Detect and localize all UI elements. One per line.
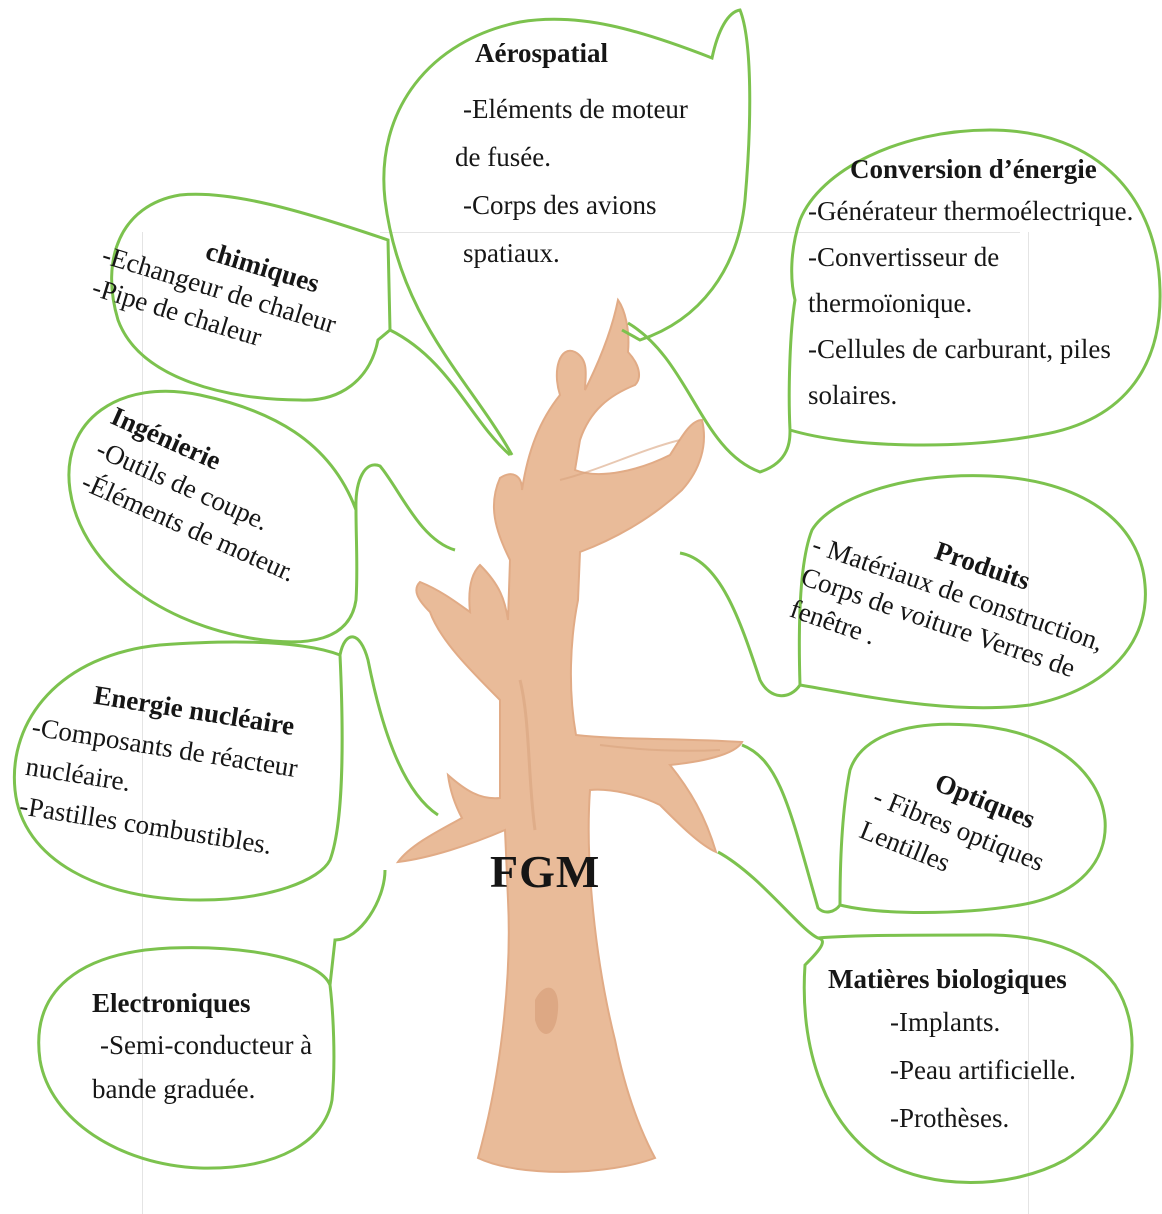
energy-conversion-line-2: -Convertisseur de — [808, 242, 1000, 272]
bubble-energy-conversion — [627, 128, 1162, 474]
guide-line-top — [380, 232, 1020, 233]
guide-line-right — [1028, 232, 1029, 1214]
energy-conversion-text: Conversion d’énergie -Générateur thermoé… — [808, 150, 1133, 418]
bubble-nuclear — [12, 635, 439, 902]
guide-line-left — [142, 232, 143, 1214]
electronics-line-1: -Semi-conducteur à — [100, 1030, 313, 1060]
biomaterials-line-2: -Peau artificielle. — [890, 1055, 1076, 1085]
energy-conversion-line-3: thermoïonique. — [808, 288, 973, 318]
electronics-line-2: bande graduée. — [92, 1074, 256, 1104]
biomaterials-line-3: -Prothèses. — [890, 1103, 1010, 1133]
biomaterials-title: Matières biologiques — [828, 964, 1067, 994]
energy-conversion-line-5: solaires. — [808, 380, 898, 410]
bubble-aerospace — [382, 8, 752, 456]
tree-icon — [395, 297, 744, 1173]
aerospace-title: Aérospatial — [475, 38, 608, 68]
bubble-engineering — [67, 389, 456, 644]
bubble-electronics — [37, 869, 387, 1170]
electronics-title: Electroniques — [92, 988, 251, 1018]
bubble-optics — [741, 722, 1107, 914]
biomaterials-line-1: -Implants. — [890, 1007, 1001, 1037]
aerospace-line-4: spatiaux. — [463, 238, 560, 269]
aerospace-line-3: -Corps des avions — [463, 190, 657, 221]
energy-conversion-line-1: -Générateur thermoélectrique. — [808, 196, 1134, 226]
biomaterials-text: Matières biologiques -Implants. -Peau ar… — [828, 960, 1076, 1142]
bubble-biomaterials — [717, 850, 1134, 1184]
aerospace-line-2: de fusée. — [455, 142, 551, 173]
center-label: FGM — [490, 846, 601, 897]
energy-conversion-line-4: -Cellules de carburant, piles — [808, 334, 1111, 364]
bubble-chemical — [110, 192, 511, 457]
aerospace-line-1: -Eléments de moteur — [463, 94, 688, 125]
energy-conversion-title: Conversion d’énergie — [850, 154, 1097, 184]
electronics-text: Electroniques -Semi-conducteur à bande g… — [92, 983, 312, 1111]
aerospace-text: Aérospatial -Eléments de moteur de fusée… — [455, 36, 688, 277]
bubble-products — [679, 474, 1147, 710]
